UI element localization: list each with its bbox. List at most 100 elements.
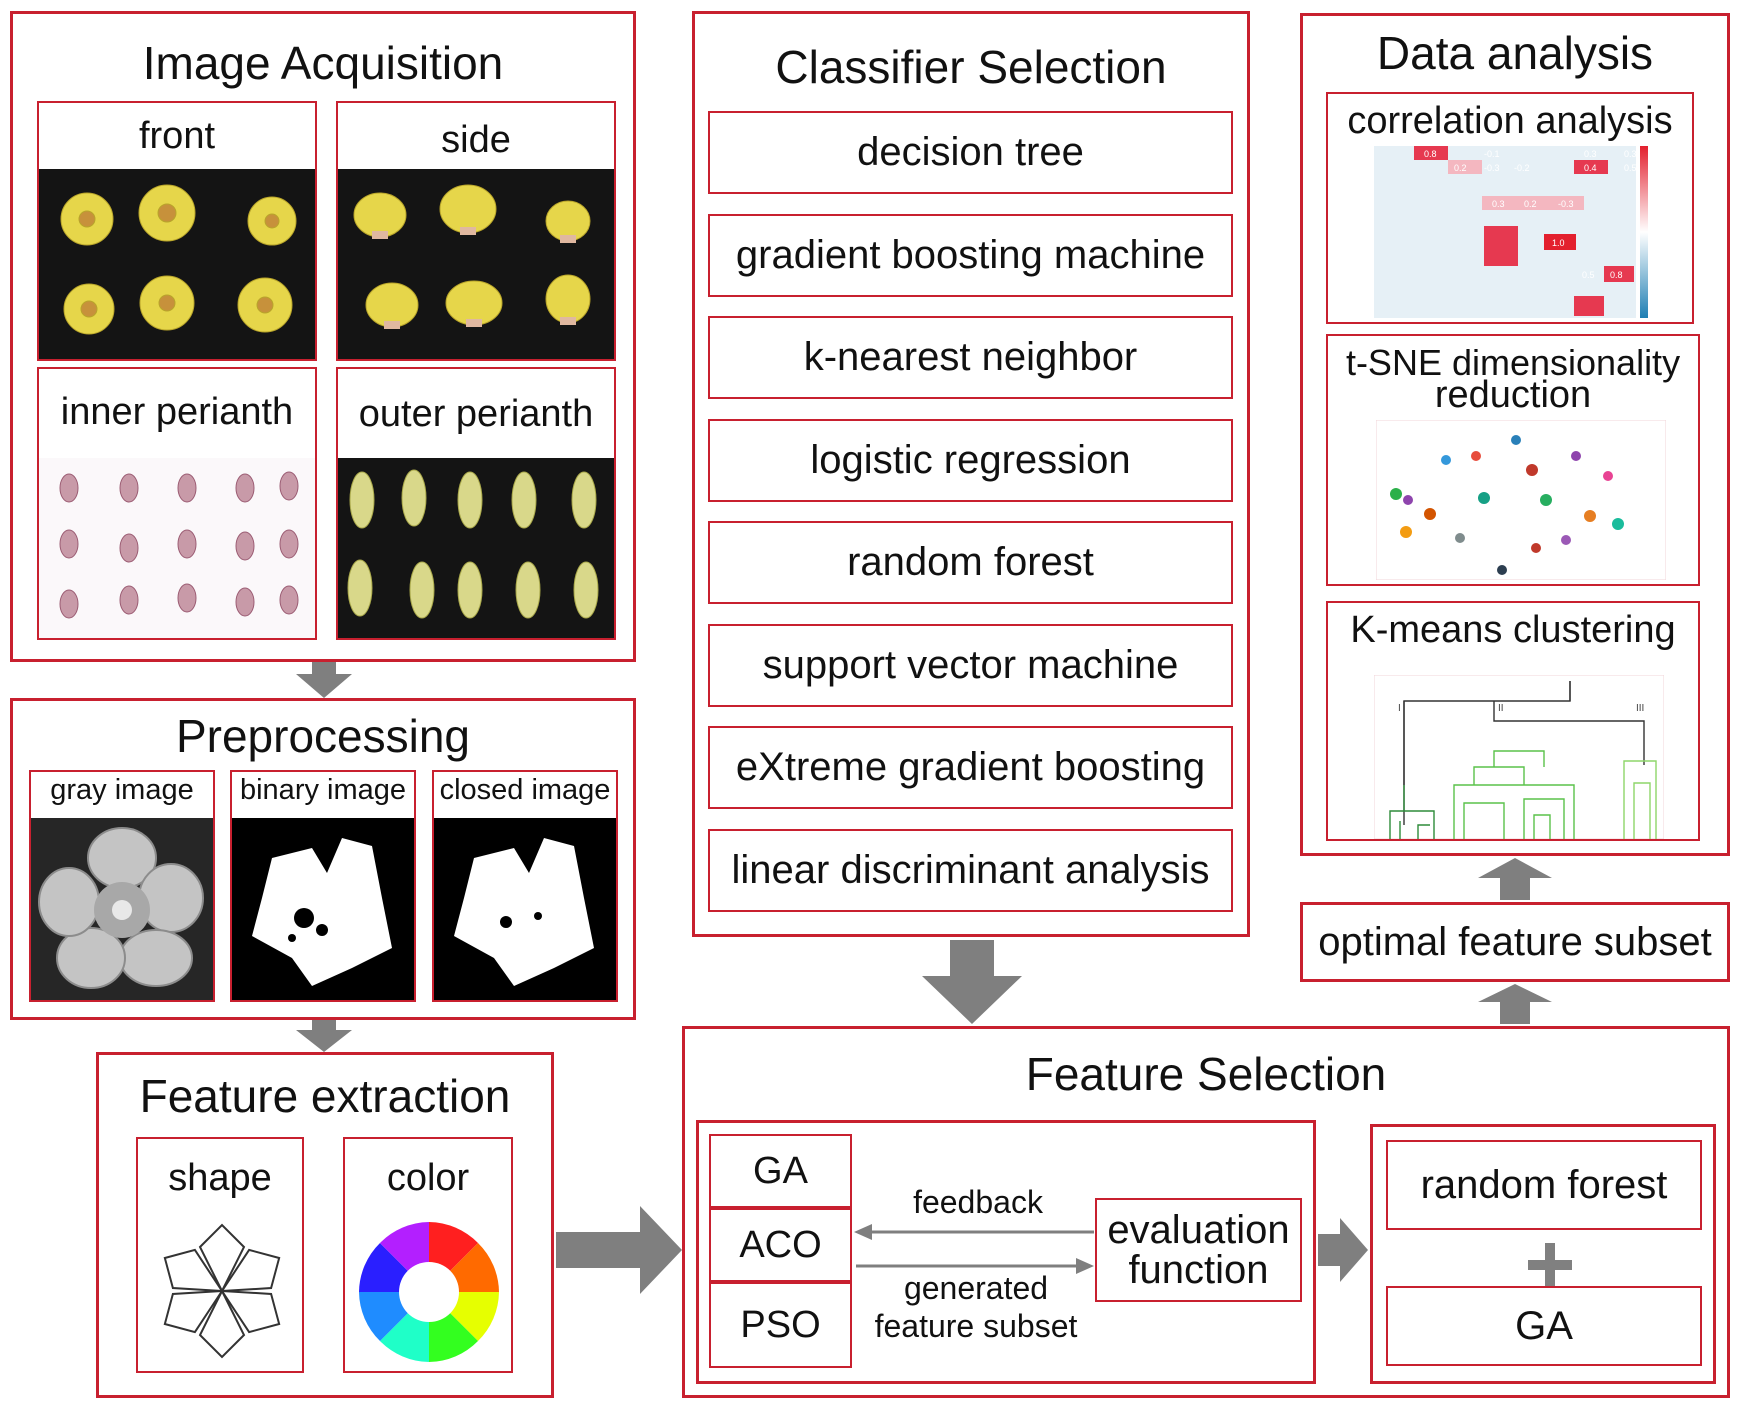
heatmap-value-6: -0.3: [1484, 163, 1500, 173]
aco-label: ACO: [739, 1223, 822, 1266]
heatmap-value-1: 0.8: [1424, 149, 1437, 159]
heatmap-value-7: -0.2: [1514, 163, 1530, 173]
dendrogram-label-3: III: [1636, 703, 1644, 714]
outer-perianth-label: outer perianth: [358, 393, 594, 435]
plus-icon: [1520, 1235, 1580, 1295]
classifier-support-vector-machine: support vector machine: [708, 624, 1233, 707]
binary-image-label: binary image: [239, 774, 407, 806]
classifier-logistic-regression: logistic regression: [708, 419, 1233, 502]
outer-petals: [347, 469, 599, 619]
front-label: front: [138, 115, 216, 157]
side-label: side: [441, 119, 511, 161]
heatmap-value-15: 0.8: [1610, 270, 1623, 280]
correlation-heatmap: 0.8 -0.1 0.3 0.3 0.2 -0.3 -0.2 0.4 0.5 0…: [1374, 146, 1648, 318]
color-label: color: [386, 1157, 470, 1199]
pso-label: PSO: [740, 1303, 821, 1346]
heatmap-value-2: -0.1: [1484, 149, 1500, 159]
feature-selection-title: Feature Selection: [1025, 1048, 1387, 1100]
evaluation-label-line1: evaluation: [1107, 1208, 1290, 1252]
front-flowers: [60, 184, 297, 335]
dendrogram-label-1: I: [1398, 703, 1401, 714]
optimal-feature-subset-label: optimal feature subset: [1318, 919, 1712, 964]
optimal-feature-subset-box: optimal feature subset: [1300, 902, 1730, 982]
classifier-random-forest: random forest: [708, 521, 1233, 604]
heatmap-value-3: 0.3: [1584, 149, 1597, 159]
heatmap-value-9: 0.5: [1624, 163, 1637, 173]
ga-label: GA: [753, 1149, 808, 1192]
heatmap-value-13: 1.0: [1552, 238, 1565, 248]
generated-label-line1: generated: [903, 1270, 1049, 1306]
closed-image-panel: closed image: [432, 770, 618, 1002]
combo-ga-label: GA: [1515, 1303, 1573, 1348]
classifier-selection-title: Classifier Selection: [775, 41, 1167, 93]
kmeans-panel: K-means clustering I II III: [1326, 601, 1700, 841]
inner-perianth-photo: [39, 458, 315, 638]
heatmap-value-4: 0.3: [1624, 149, 1637, 159]
inner-perianth-panel: inner perianth: [37, 367, 317, 640]
inner-petals: [59, 471, 299, 619]
classifier-extreme-gradient-boosting: eXtreme gradient boosting: [708, 726, 1233, 809]
classifier-k-nearest-neighbor: k-nearest neighbor: [708, 316, 1233, 399]
shape-panel: shape: [136, 1137, 304, 1373]
heatmap-value-8: 0.4: [1584, 163, 1597, 173]
shape-icon: [163, 1223, 281, 1359]
tsne-label-line2: reduction: [1434, 374, 1592, 416]
feature-extraction-title: Feature extraction: [139, 1070, 511, 1122]
combo-random-forest-box: random forest: [1386, 1140, 1702, 1230]
kmeans-label: K-means clustering: [1350, 609, 1676, 651]
arrow-preprocessing-to-extraction: [296, 1020, 352, 1052]
pso-algorithm-box: PSO: [709, 1282, 852, 1368]
feedback-label: feedback: [913, 1184, 1043, 1220]
outer-perianth-photo: [338, 458, 614, 638]
binary-image-photo: [232, 818, 414, 1000]
arrow-extraction-to-selection: [556, 1206, 682, 1294]
tsne-panel: t-SNE dimensionality reduction: [1326, 334, 1700, 586]
color-panel: color: [343, 1137, 513, 1373]
arrow-acquisition-to-preprocessing: [296, 662, 352, 698]
heatmap-value-14: 0.5: [1582, 270, 1595, 280]
arrow-selection-to-optimal: [1478, 984, 1552, 1024]
heatmap-value-12: -0.3: [1558, 199, 1574, 209]
arrow-optimal-to-analysis: [1478, 858, 1552, 900]
classifier-linear-discriminant-analysis: linear discriminant analysis: [708, 829, 1233, 912]
dendrogram-label-2: II: [1498, 703, 1504, 714]
classifier-decision-tree: decision tree: [708, 111, 1233, 194]
front-panel: front: [37, 101, 317, 361]
classifier-gradient-boosting-machine: gradient boosting machine: [708, 214, 1233, 297]
correlation-analysis-label: correlation analysis: [1347, 100, 1673, 142]
binary-image-panel: binary image: [230, 770, 416, 1002]
gray-image-photo: [31, 818, 213, 1000]
feedback-arrows: [854, 1224, 1094, 1274]
combo-ga-box: GA: [1386, 1286, 1702, 1366]
color-wheel-icon: [359, 1222, 499, 1362]
outer-perianth-panel: outer perianth: [336, 367, 616, 640]
binary-flower: [252, 838, 392, 986]
arrow-evaluation-to-combo: [1318, 1218, 1368, 1282]
gray-image-panel: gray image: [29, 770, 215, 1002]
closed-flower: [454, 838, 594, 986]
generated-label-line2: feature subset: [874, 1308, 1078, 1344]
aco-algorithm-box: ACO: [709, 1208, 852, 1282]
arrow-classifier-to-selection: [922, 940, 1022, 1024]
tsne-label-line1: t-SNE dimensionality: [1345, 342, 1681, 383]
heatmap-value-10: 0.3: [1492, 199, 1505, 209]
gray-flower: [38, 827, 204, 989]
inner-perianth-label: inner perianth: [60, 391, 294, 433]
closed-image-photo: [434, 818, 616, 1000]
ga-algorithm-box: GA: [709, 1134, 852, 1208]
heatmap-value-5: 0.2: [1454, 163, 1467, 173]
side-flowers: [353, 184, 591, 329]
front-photo: [39, 169, 315, 359]
heatmap-value-11: 0.2: [1524, 199, 1537, 209]
side-photo: [338, 169, 614, 359]
closed-image-label: closed image: [439, 774, 611, 806]
image-acquisition-title: Image Acquisition: [142, 37, 504, 89]
heatmap-colorbar: [1640, 146, 1648, 318]
gray-image-label: gray image: [50, 774, 194, 806]
side-panel: side: [336, 101, 616, 361]
shape-label: shape: [168, 1157, 272, 1199]
tsne-scatter-plot: [1376, 420, 1666, 580]
combo-random-forest-label: random forest: [1420, 1162, 1668, 1207]
data-analysis-title: Data analysis: [1376, 27, 1654, 79]
